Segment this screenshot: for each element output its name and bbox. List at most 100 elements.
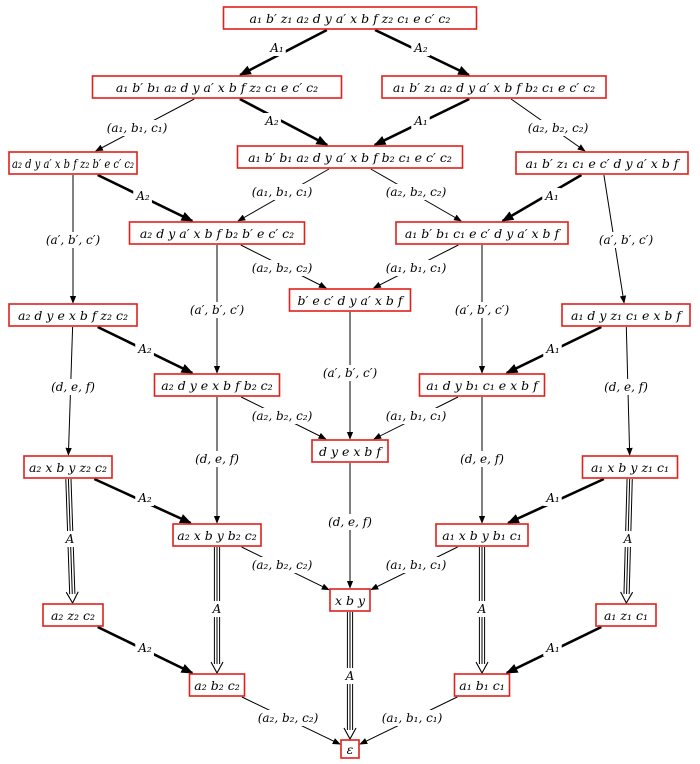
node-box [8,151,138,175]
edge-label-text: A [65,532,75,546]
edge-label-text: A₂ [135,189,150,203]
edge-label-text: (a′, b′, c′) [46,233,101,247]
edge-label-n5-n10: (a′, b′, c′) [596,232,656,248]
node-n15: a₁ x b y z₁ c₁ [581,455,679,479]
edge-label-text: (a₂, b₂, c₂) [252,558,313,572]
edge-label-text: (d, e, f) [328,515,372,529]
edge-label-n7-n12: (a′, b′, c′) [452,302,512,318]
edge-label-text: (a₂, b₂, c₂) [258,711,319,725]
node-n21: a₂ b₂ c₂ [188,673,246,697]
edge-label-text: (a₁, b₁, c₁) [107,121,168,135]
edge-label-text: A₁ [544,189,558,203]
edge-label-n10-n12: A₁ [543,341,562,357]
edge-label-n12-n13: (a₁, b₁, c₁) [383,408,449,424]
node-label: x b y [335,593,366,608]
edge-label-text: (a₂, b₂, c₂) [252,409,313,423]
node-box [340,739,360,759]
node-label: a₁ d y z₁ c₁ e x b f [571,308,683,323]
edge-label-text: A₂ [137,641,152,655]
node-box [42,603,104,627]
edge-label-n16-n18: (a₂, b₂, c₂) [249,557,315,573]
edge-label-n3-n9: (a′, b′, c′) [43,232,103,248]
edge-label-n14-n19: A [62,531,77,547]
edge-label-text: A [212,602,222,616]
edge-label-n1-n4: A₂ [262,113,281,129]
node-box [222,6,478,30]
edge-label-n13-n18: (d, e, f) [326,514,375,530]
edge-label-text: A₂ [413,41,428,55]
edge-label-n22-n23: (a₁, b₁, c₁) [379,710,445,726]
edge-label-n17-n22: A [474,601,489,617]
edge-label-text: (a₁, b₁, c₁) [382,711,443,725]
edge-label-n4-n7: (a₂, b₂, c₂) [383,184,449,200]
node-n8: b′ e c′ d y a′ x b f [288,288,412,312]
edge-label-n6-n8: (a₂, b₂, c₂) [249,260,315,276]
edge-label-text: (a₂, b₂, c₂) [252,261,313,275]
edge-label-text: (a₂, b₂, c₂) [386,185,447,199]
node-label: a₁ b′ z₁ a₂ d y a′ x b f b₂ c₁ e c′ c₂ [393,80,595,95]
node-n12: a₁ d y b₁ c₁ e x b f [418,373,546,397]
node-n19: a₂ z₂ c₂ [42,603,104,627]
node-label: ε [347,742,354,757]
edge-label-text: (a′, b′, c′) [599,233,654,247]
edge-label-n14-n16: A₂ [135,490,154,506]
node-box [453,673,511,697]
node-label: a₂ b₂ c₂ [194,678,239,693]
node-n1: a₁ b′ b₁ a₂ d y a′ x b f z₂ c₁ e c′ c₂ [91,75,343,99]
node-label: a₂ x b y b₂ c₂ [177,528,256,543]
node-n7: a₁ b′ b₁ c₁ e c′ d y a′ x b f [395,221,569,245]
node-n3: a₂ d y a′ x b f z₂ b′ e c′ c₂ [8,151,138,175]
edge-label-n12-n17: (d, e, f) [458,451,507,467]
node-n22: a₁ b₁ c₁ [453,673,511,697]
node-n11: a₂ d y e x b f b₂ c₂ [153,373,281,397]
node-box [172,523,262,547]
edges-layer [65,28,634,745]
nodes-layer: a₁ b′ z₁ a₂ d y a′ x b f z₂ c₁ e c′ c₂a₁… [8,6,691,759]
node-label: a₂ d y e x b f b₂ c₂ [161,378,272,393]
edge-label-n15-n20: A [620,531,635,547]
edge-label-text: (a′, b′, c′) [323,366,378,380]
node-box [329,588,371,612]
edge-label-text: (a₁, b₁, c₁) [386,261,447,275]
edge-label-text: A₁ [269,41,283,55]
edge-label-n5-n7: A₁ [542,188,561,204]
edge-label-n2-n5: (a₂, b₂, c₂) [525,120,591,136]
node-label: a₁ b′ z₁ c₁ e c′ d y a′ x b f [526,156,681,171]
node-box [395,221,569,245]
edge-label-n20-n22: A₁ [543,640,562,656]
node-label: a₁ x b y b₁ c₁ [442,528,521,543]
edge-label-text: A₁ [545,641,559,655]
node-box [561,303,691,327]
edge-label-n19-n21: A₂ [135,640,154,656]
edge-label-text: (d, e, f) [195,452,239,466]
node-box [381,75,607,99]
node-n18: x b y [329,588,371,612]
node-box [581,455,679,479]
edge-label-text: (a′, b′, c′) [190,303,245,317]
edge-label-text: A₁ [545,342,559,356]
node-label: a₁ x b y z₁ c₁ [591,460,669,475]
node-box [435,523,529,547]
edge-n5-n7 [501,173,583,223]
node-n20: a₁ z₁ c₁ [595,603,657,627]
edge-label-text: A₂ [137,342,152,356]
edge-label-n11-n16: (d, e, f) [193,451,242,467]
edge-label-n17-n18: (a₁, b₁, c₁) [383,557,449,573]
edge-labels-layer: A₁ A₂ (a₁, b₁, c₁) A₂ A₁ (a₂, b₂, c₂) A₂ (a′, b… [43,40,656,726]
edge-label-text: A₂ [137,491,152,505]
node-box [236,145,464,169]
node-n13: d y e x b f [311,439,389,463]
edge-label-n21-n23: (a₂, b₂, c₂) [255,710,321,726]
edge-label-n16-n21: A [209,601,224,617]
edge-label-n1-n3: (a₁, b₁, c₁) [104,120,170,136]
edge-label-n18-n23: A [342,668,357,684]
node-box [595,603,657,627]
edge-label-n0-n2: A₂ [411,40,430,56]
edge-label-text: A₂ [264,114,279,128]
node-box [311,439,389,463]
node-label: a₂ d y e x b f z₂ c₂ [18,308,128,323]
node-n2: a₁ b′ z₁ a₂ d y a′ x b f b₂ c₁ e c′ c₂ [381,75,607,99]
edge-label-text: (a₂, b₂, c₂) [528,121,589,135]
node-n10: a₁ d y z₁ c₁ e x b f [561,303,691,327]
